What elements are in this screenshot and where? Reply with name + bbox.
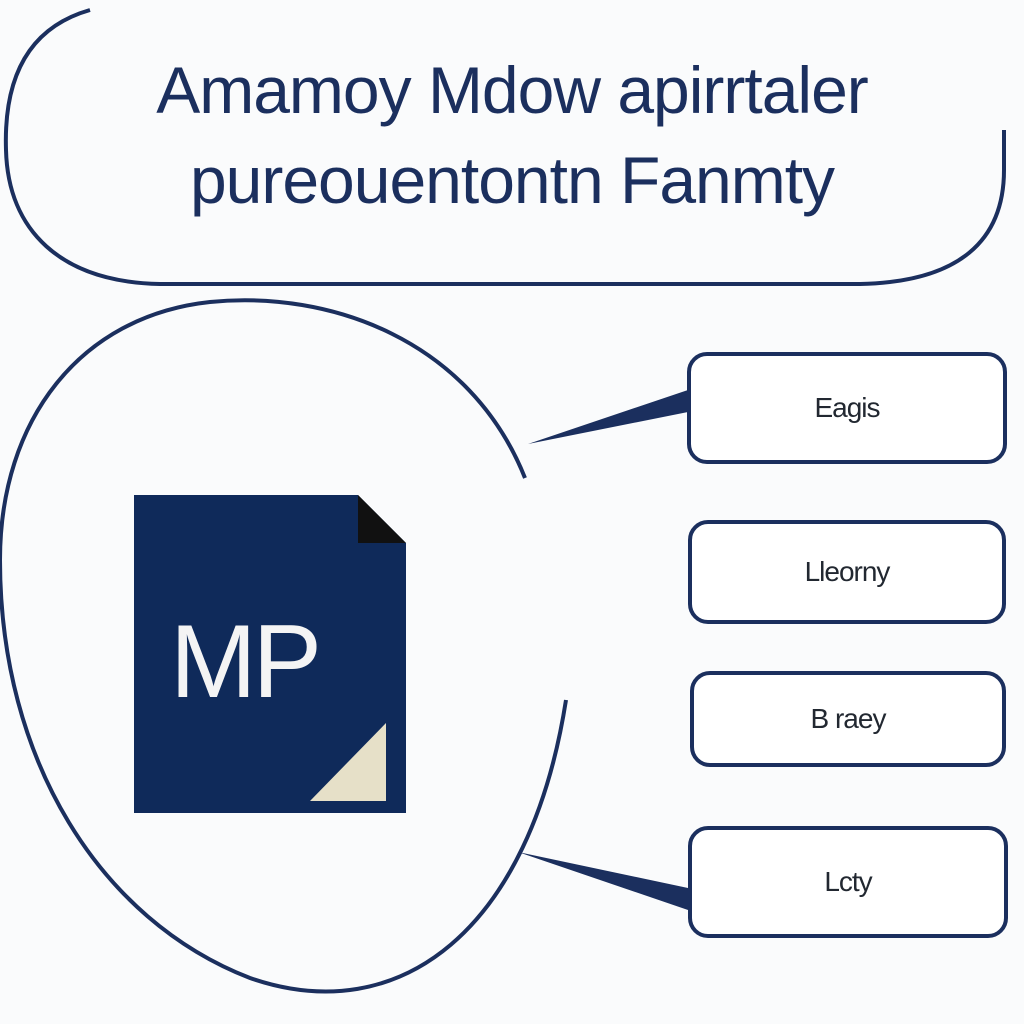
label-text-1: Eagis [814,392,880,423]
document-letters: MP [170,604,322,720]
document-corner [310,723,386,801]
header-title-line-1: Amamoy Mdow apirrtaler [156,53,869,127]
document-icon [134,495,406,813]
header-bubble-outline [3,8,1006,286]
focus-circle [0,298,568,994]
document-body [134,495,406,813]
label-text-2: Lleorny [804,556,891,587]
label-box-1[interactable]: Eagis [687,352,1007,464]
label-box-4[interactable]: Lcty [688,826,1008,938]
header-title-line-2: pureouentontn Fanmty [189,143,835,217]
label-box-3[interactable]: B raey [690,671,1006,767]
label-box-2[interactable]: Lleorny [688,520,1006,624]
label-text-3: B raey [810,703,887,734]
connector-bottom [518,852,688,910]
label-text-4: Lcty [824,866,872,897]
document-fold [358,495,406,543]
connector-top [528,390,688,444]
